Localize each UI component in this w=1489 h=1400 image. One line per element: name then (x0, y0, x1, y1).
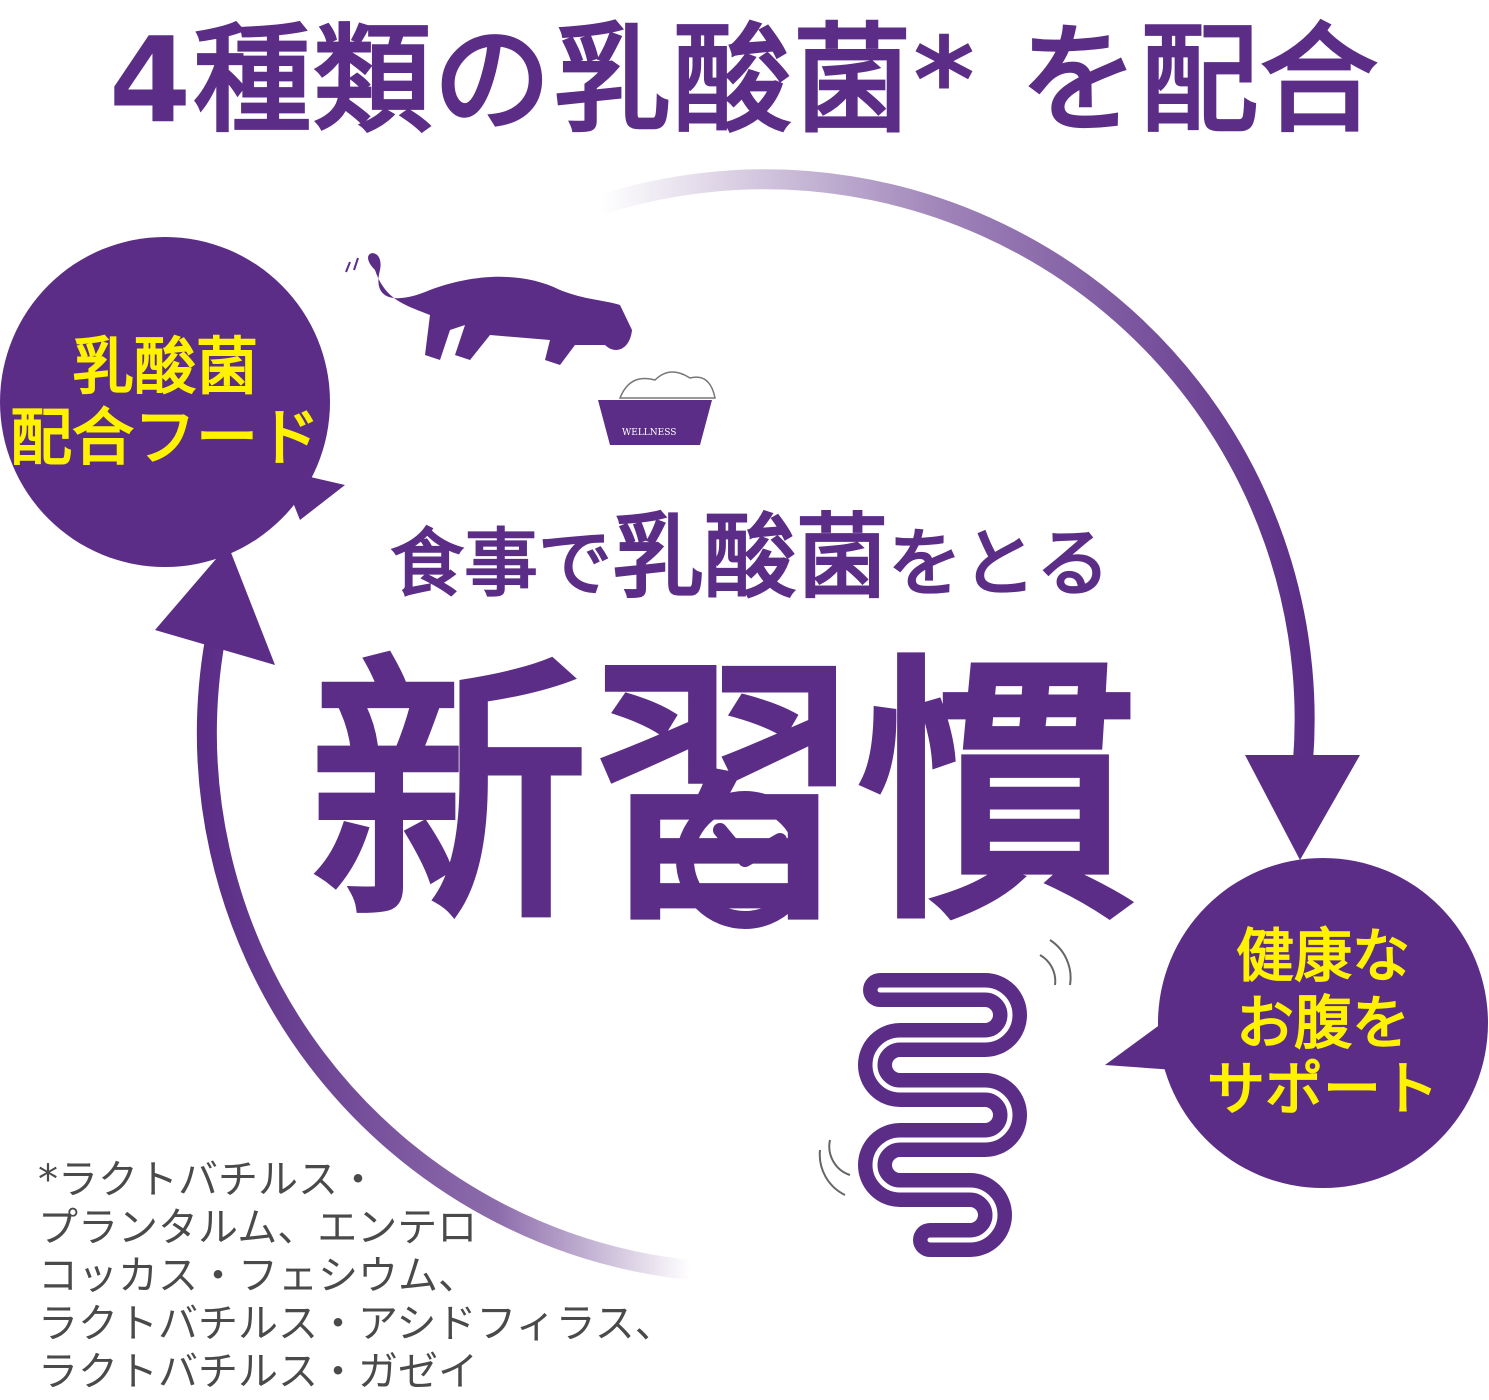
arrow-head-right (1245, 755, 1360, 860)
headline: 新習慣 (309, 630, 1137, 959)
food-bowl-icon (598, 371, 716, 445)
bubble-right-line2: お腹を (1235, 988, 1410, 1057)
bubble-left-line1: 乳酸菌 (71, 329, 258, 403)
arrow-head-left (155, 545, 275, 665)
lead-part3: をとる (888, 521, 1110, 607)
lead-text: 食事で乳酸菌をとる (340, 500, 1160, 615)
lead-part1: 食事で (389, 521, 612, 607)
footnote-line: ラクトバチルス・ガゼイ (38, 1349, 478, 1395)
footnote-line: ラクトバチルス・アシドフィラス、 (38, 1301, 675, 1347)
bubble-healthy-gut: 健康な お腹を サポート (1158, 858, 1488, 1188)
main-title: 4種類の乳酸菌* を配合 (109, 11, 1380, 149)
lead-part2: 乳酸菌 (611, 504, 888, 611)
bowl-brand-logo: WELLNESS (622, 428, 677, 438)
cycle-arc-bottom (196, 638, 692, 1280)
intestine-icon (858, 973, 1027, 1257)
footnote-line: プランタルム、エンテロ (38, 1205, 478, 1251)
bubble-right-line3: サポート (1206, 1055, 1439, 1124)
bubble-right-line1: 健康な (1235, 921, 1410, 990)
footnote: *ラクトバチルス・ プランタルム、エンテロ コッカス・フェシウム、 ラクトバチル… (38, 1156, 675, 1396)
footnote-line: コッカス・フェシウム、 (38, 1253, 478, 1299)
clock-icon (676, 791, 814, 929)
bubble-left-line2: 配合フード (9, 401, 320, 474)
cycle-arc-top (596, 169, 1315, 792)
bubble-lactobacillus-food: 乳酸菌 配合フード (0, 237, 330, 567)
footnote-line: *ラクトバチルス・ (38, 1157, 378, 1203)
cat-icon (345, 253, 632, 365)
